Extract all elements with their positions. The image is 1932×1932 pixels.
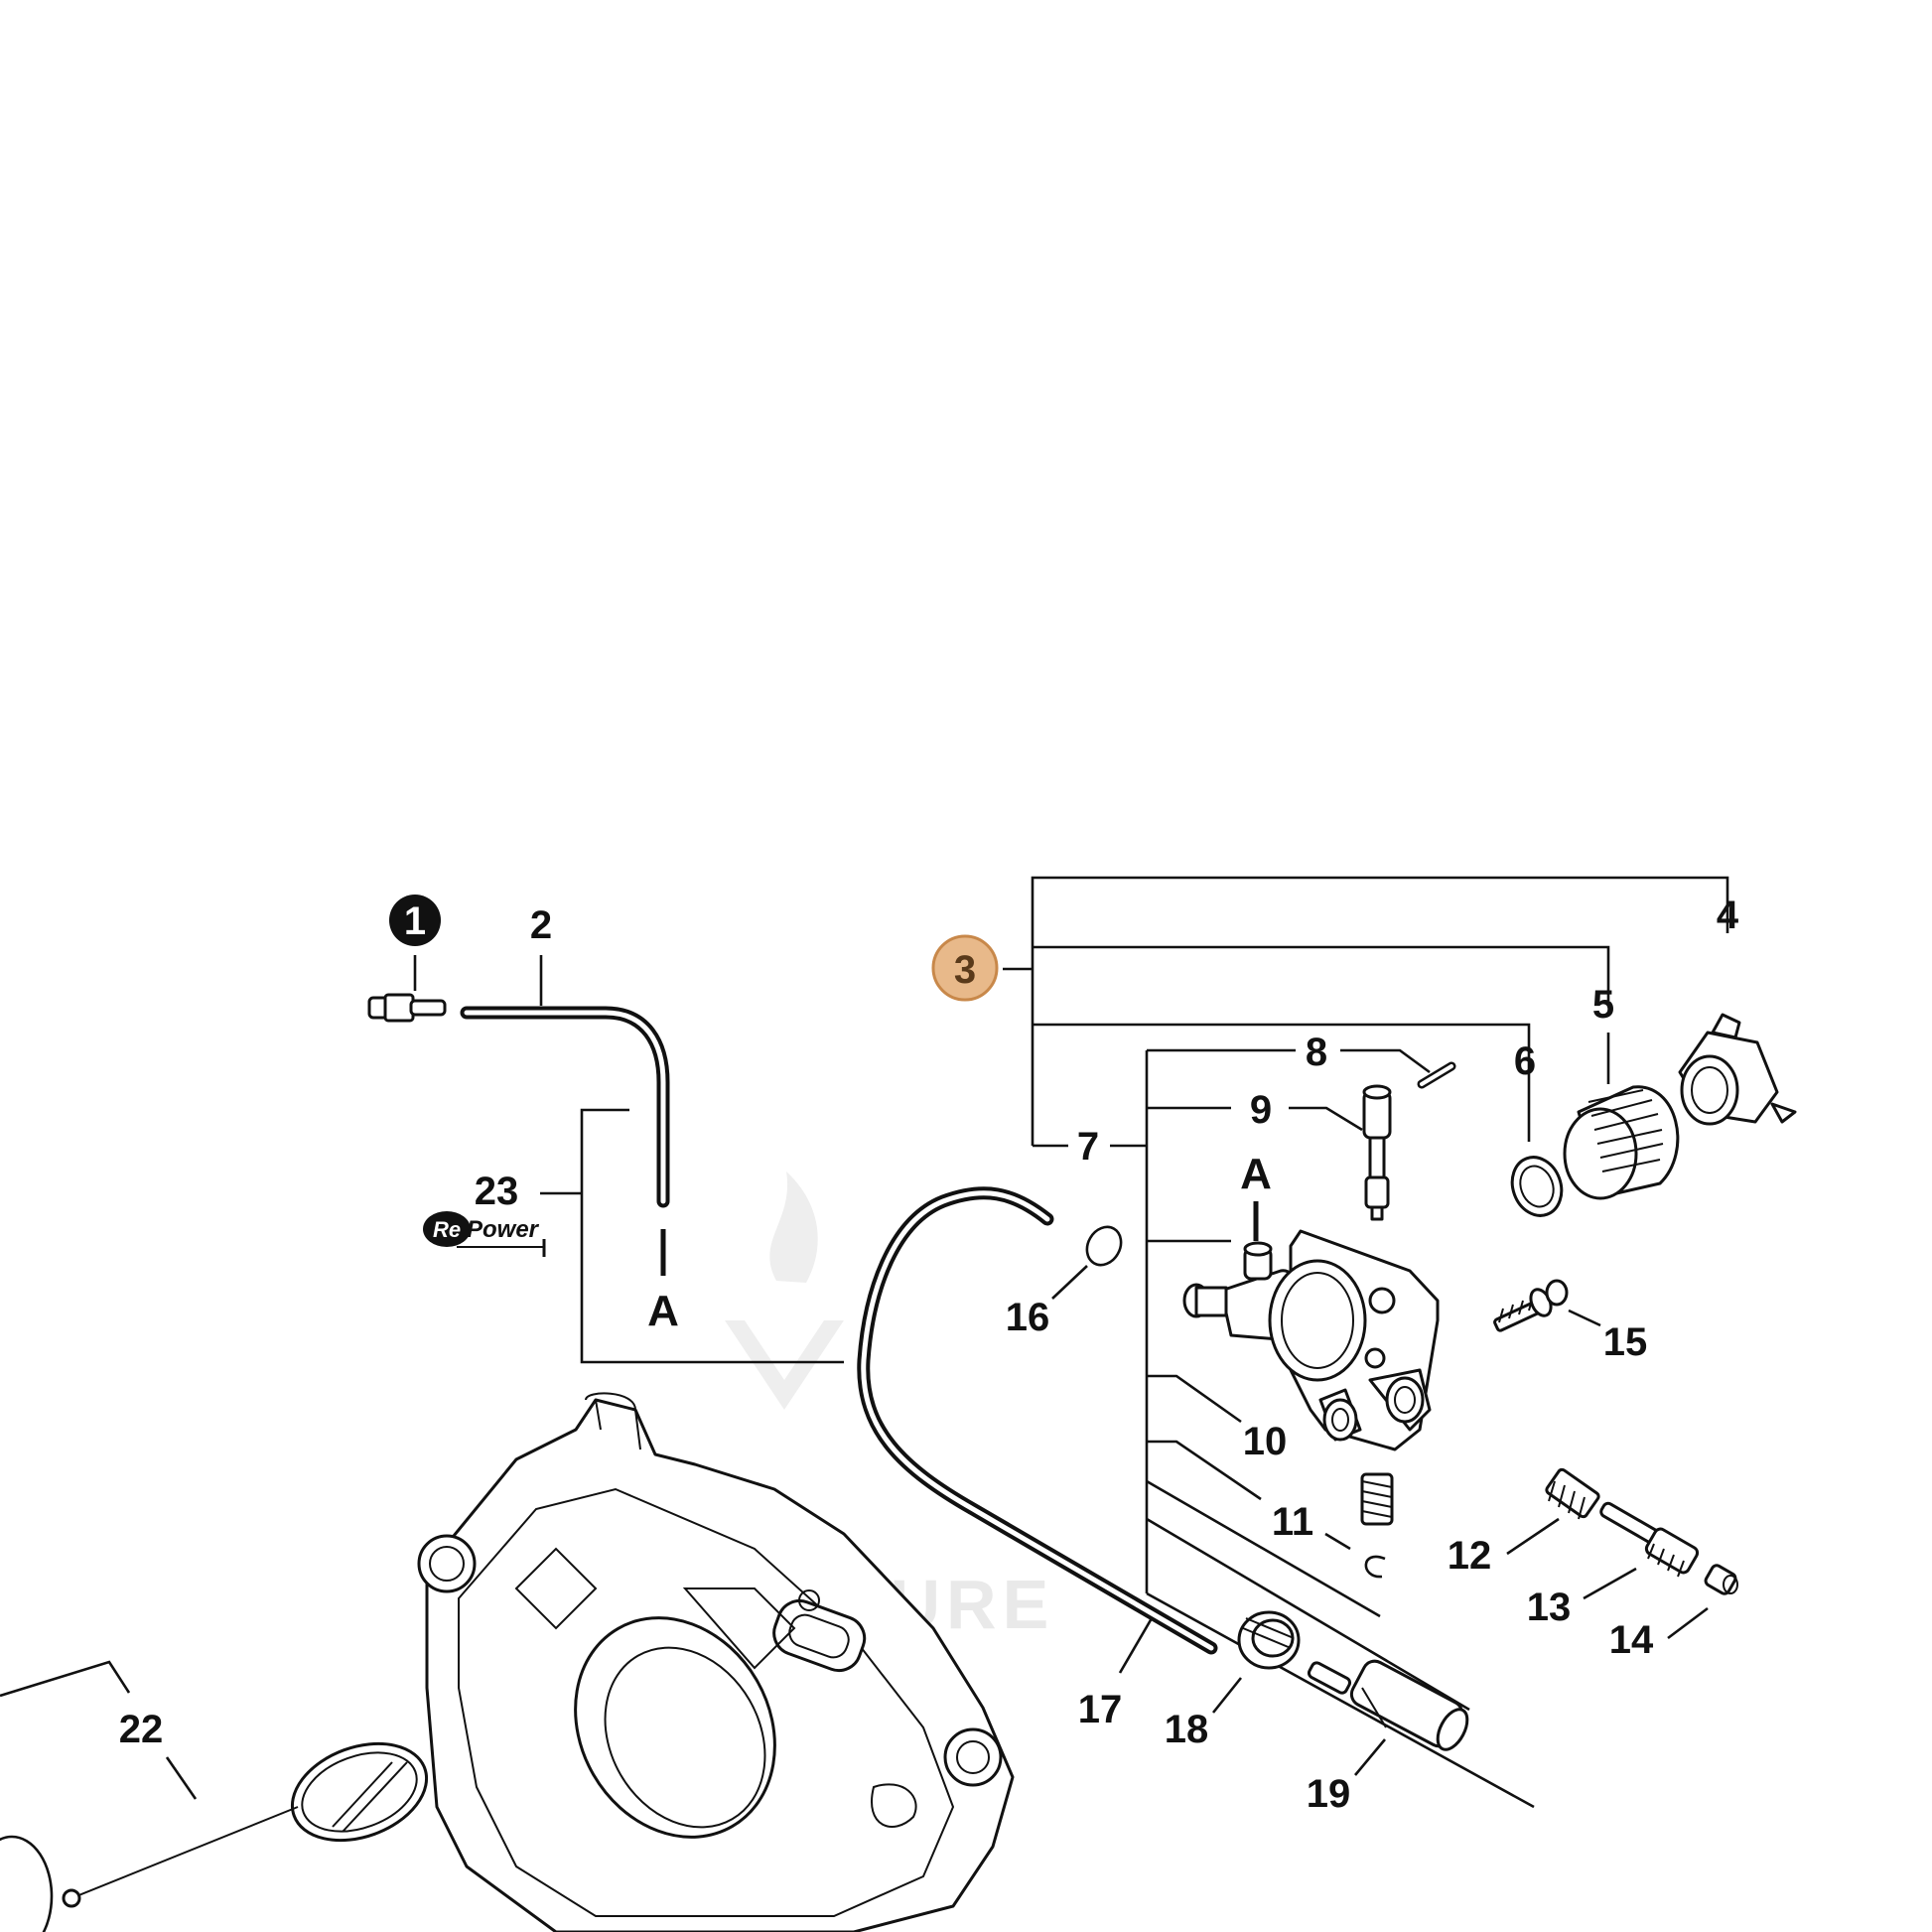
part-13-worm (1599, 1501, 1700, 1578)
leader-16 (1051, 1265, 1088, 1300)
leader-19 (1354, 1738, 1386, 1776)
callout-17: 17 (1078, 1688, 1123, 1731)
repower-re: Re (433, 1217, 461, 1242)
callout-4: 4 (1717, 894, 1739, 937)
callout-2: 2 (530, 903, 552, 947)
leader-18 (1211, 1677, 1243, 1714)
repower-logo: Re Power (423, 1211, 546, 1257)
callout-22: 22 (119, 1708, 164, 1751)
assembly-3-brackets (1003, 876, 1729, 1809)
part-16-ring (1085, 1225, 1123, 1267)
callout-3-badge (931, 934, 999, 1002)
bracket-23 (580, 1108, 844, 1364)
bracket-22 (0, 1660, 131, 1698)
part-10-spring (1360, 1472, 1394, 1526)
part-8-pin (1417, 1061, 1456, 1089)
callout-23: 23 (475, 1170, 519, 1213)
housing (417, 1392, 1015, 1932)
callout-7: 7 (1077, 1125, 1099, 1169)
part-11-eclip (1364, 1555, 1386, 1579)
part-14-nut (1704, 1564, 1738, 1595)
part-22-tool (0, 1741, 429, 1932)
callout-14: 14 (1609, 1618, 1654, 1662)
callout-8: 8 (1306, 1031, 1327, 1074)
callout-11: 11 (1272, 1500, 1313, 1544)
leader-17 (1118, 1617, 1154, 1674)
callout-10: 10 (1243, 1420, 1288, 1463)
part-19-filter (1307, 1659, 1469, 1751)
watermark-v-icon (725, 1320, 844, 1410)
part-4-cap (1678, 1013, 1797, 1126)
part-2-hose (460, 1006, 670, 1208)
leader-22 (165, 1756, 198, 1800)
part-15-screw (1493, 1279, 1569, 1332)
part-12-spring (1545, 1467, 1600, 1520)
connector-a-left: A (647, 1287, 679, 1335)
leader-14 (1667, 1606, 1709, 1640)
callout-5: 5 (1592, 983, 1614, 1027)
oil-pump-body (1182, 1229, 1440, 1451)
leader-9 (1289, 1106, 1363, 1132)
callout-19: 19 (1307, 1772, 1351, 1816)
leader-12 (1506, 1517, 1560, 1556)
callout-16: 16 (1006, 1296, 1050, 1339)
connector-a-right: A (1240, 1150, 1272, 1198)
part-18-grommet (1237, 1610, 1301, 1670)
part-17-hose (857, 1186, 1218, 1655)
callout-9: 9 (1250, 1088, 1272, 1132)
part-1-fitting (367, 993, 447, 1023)
repower-power: Power (467, 1216, 540, 1243)
part-9-plunger (1362, 1084, 1392, 1221)
leader-15 (1568, 1309, 1601, 1327)
callout-1: 1 (404, 899, 426, 943)
leader-8 (1340, 1048, 1431, 1074)
leader-11 (1324, 1532, 1351, 1551)
callout-12: 12 (1448, 1534, 1492, 1578)
repower-badge-icon (423, 1211, 471, 1247)
watermark-flame-icon (769, 1172, 818, 1283)
callout-6: 6 (1514, 1039, 1536, 1083)
callout-18: 18 (1165, 1708, 1209, 1751)
part-5-gear (1563, 1085, 1680, 1200)
callout-15: 15 (1603, 1320, 1648, 1364)
callout-1-badge (389, 895, 441, 946)
callout-3: 3 (954, 948, 976, 992)
part-6-washer (1510, 1156, 1564, 1217)
leader-13 (1583, 1567, 1637, 1600)
callout-13: 13 (1527, 1586, 1572, 1629)
